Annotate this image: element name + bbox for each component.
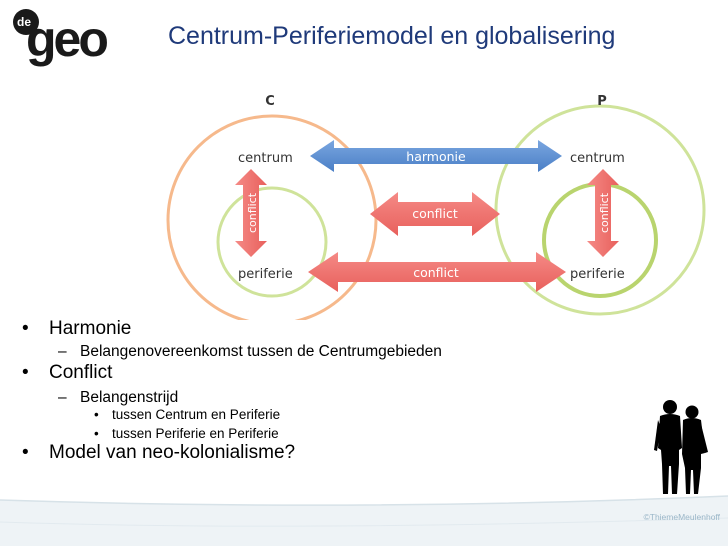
bullet-marker: •	[22, 442, 29, 463]
conflict-arrow-middle-label: conflict	[412, 206, 458, 221]
label-p: P	[597, 94, 607, 109]
dash-marker: –	[58, 343, 67, 360]
bullet-text: Model van neo-kolonialisme?	[49, 442, 296, 463]
harmonie-arrow	[310, 140, 562, 172]
periferie-circle-p	[494, 104, 706, 316]
logo-main-text: geo	[26, 11, 107, 67]
conflict-arrow-left-label: conflict	[246, 192, 259, 233]
bullet-marker: •	[94, 407, 99, 422]
periferie-circle-c	[216, 186, 328, 298]
conflict-arrow-bottom-label: conflict	[413, 265, 459, 280]
footer-wave	[0, 495, 728, 546]
degeo-logo: de geo	[13, 9, 110, 67]
centrum-periferie-diagram: C P harmonie conflict conflict conflict …	[166, 94, 706, 320]
bullet-marker: •	[22, 362, 29, 383]
bullet-marker: •	[94, 426, 99, 441]
bullet-marker: •	[22, 318, 29, 339]
bullet-text: Harmonie	[49, 318, 132, 339]
copyright-text: ©ThiemeMeulenhoff	[643, 512, 720, 522]
conflict-arrow-left	[235, 169, 267, 257]
bullet-text: tussen Centrum en Periferie	[112, 407, 281, 422]
bullet-text: Belangenstrijd	[80, 389, 179, 406]
slide-title: Centrum-Periferiemodel en globalisering	[168, 22, 616, 50]
logo-small-text: de	[17, 15, 31, 29]
centrum-circle-c	[166, 114, 378, 320]
bullet-text: tussen Periferie en Periferie	[112, 426, 279, 441]
conflict-arrow-right-label: conflict	[598, 192, 611, 233]
right-periferie-label: periferie	[570, 267, 625, 282]
conflict-arrow-right	[587, 169, 619, 257]
people-silhouette-icon	[654, 400, 708, 494]
dash-marker: –	[58, 389, 67, 406]
label-c: C	[265, 94, 275, 109]
left-periferie-label: periferie	[238, 267, 293, 282]
bullet-text: Belangenovereenkomst tussen de Centrumge…	[80, 343, 442, 360]
right-centrum-label: centrum	[570, 151, 625, 166]
left-centrum-label: centrum	[238, 151, 293, 166]
bullet-text: Conflict	[49, 362, 113, 383]
harmonie-arrow-label: harmonie	[406, 149, 466, 164]
conflict-arrow-middle	[370, 192, 500, 236]
conflict-arrow-bottom	[308, 252, 566, 292]
